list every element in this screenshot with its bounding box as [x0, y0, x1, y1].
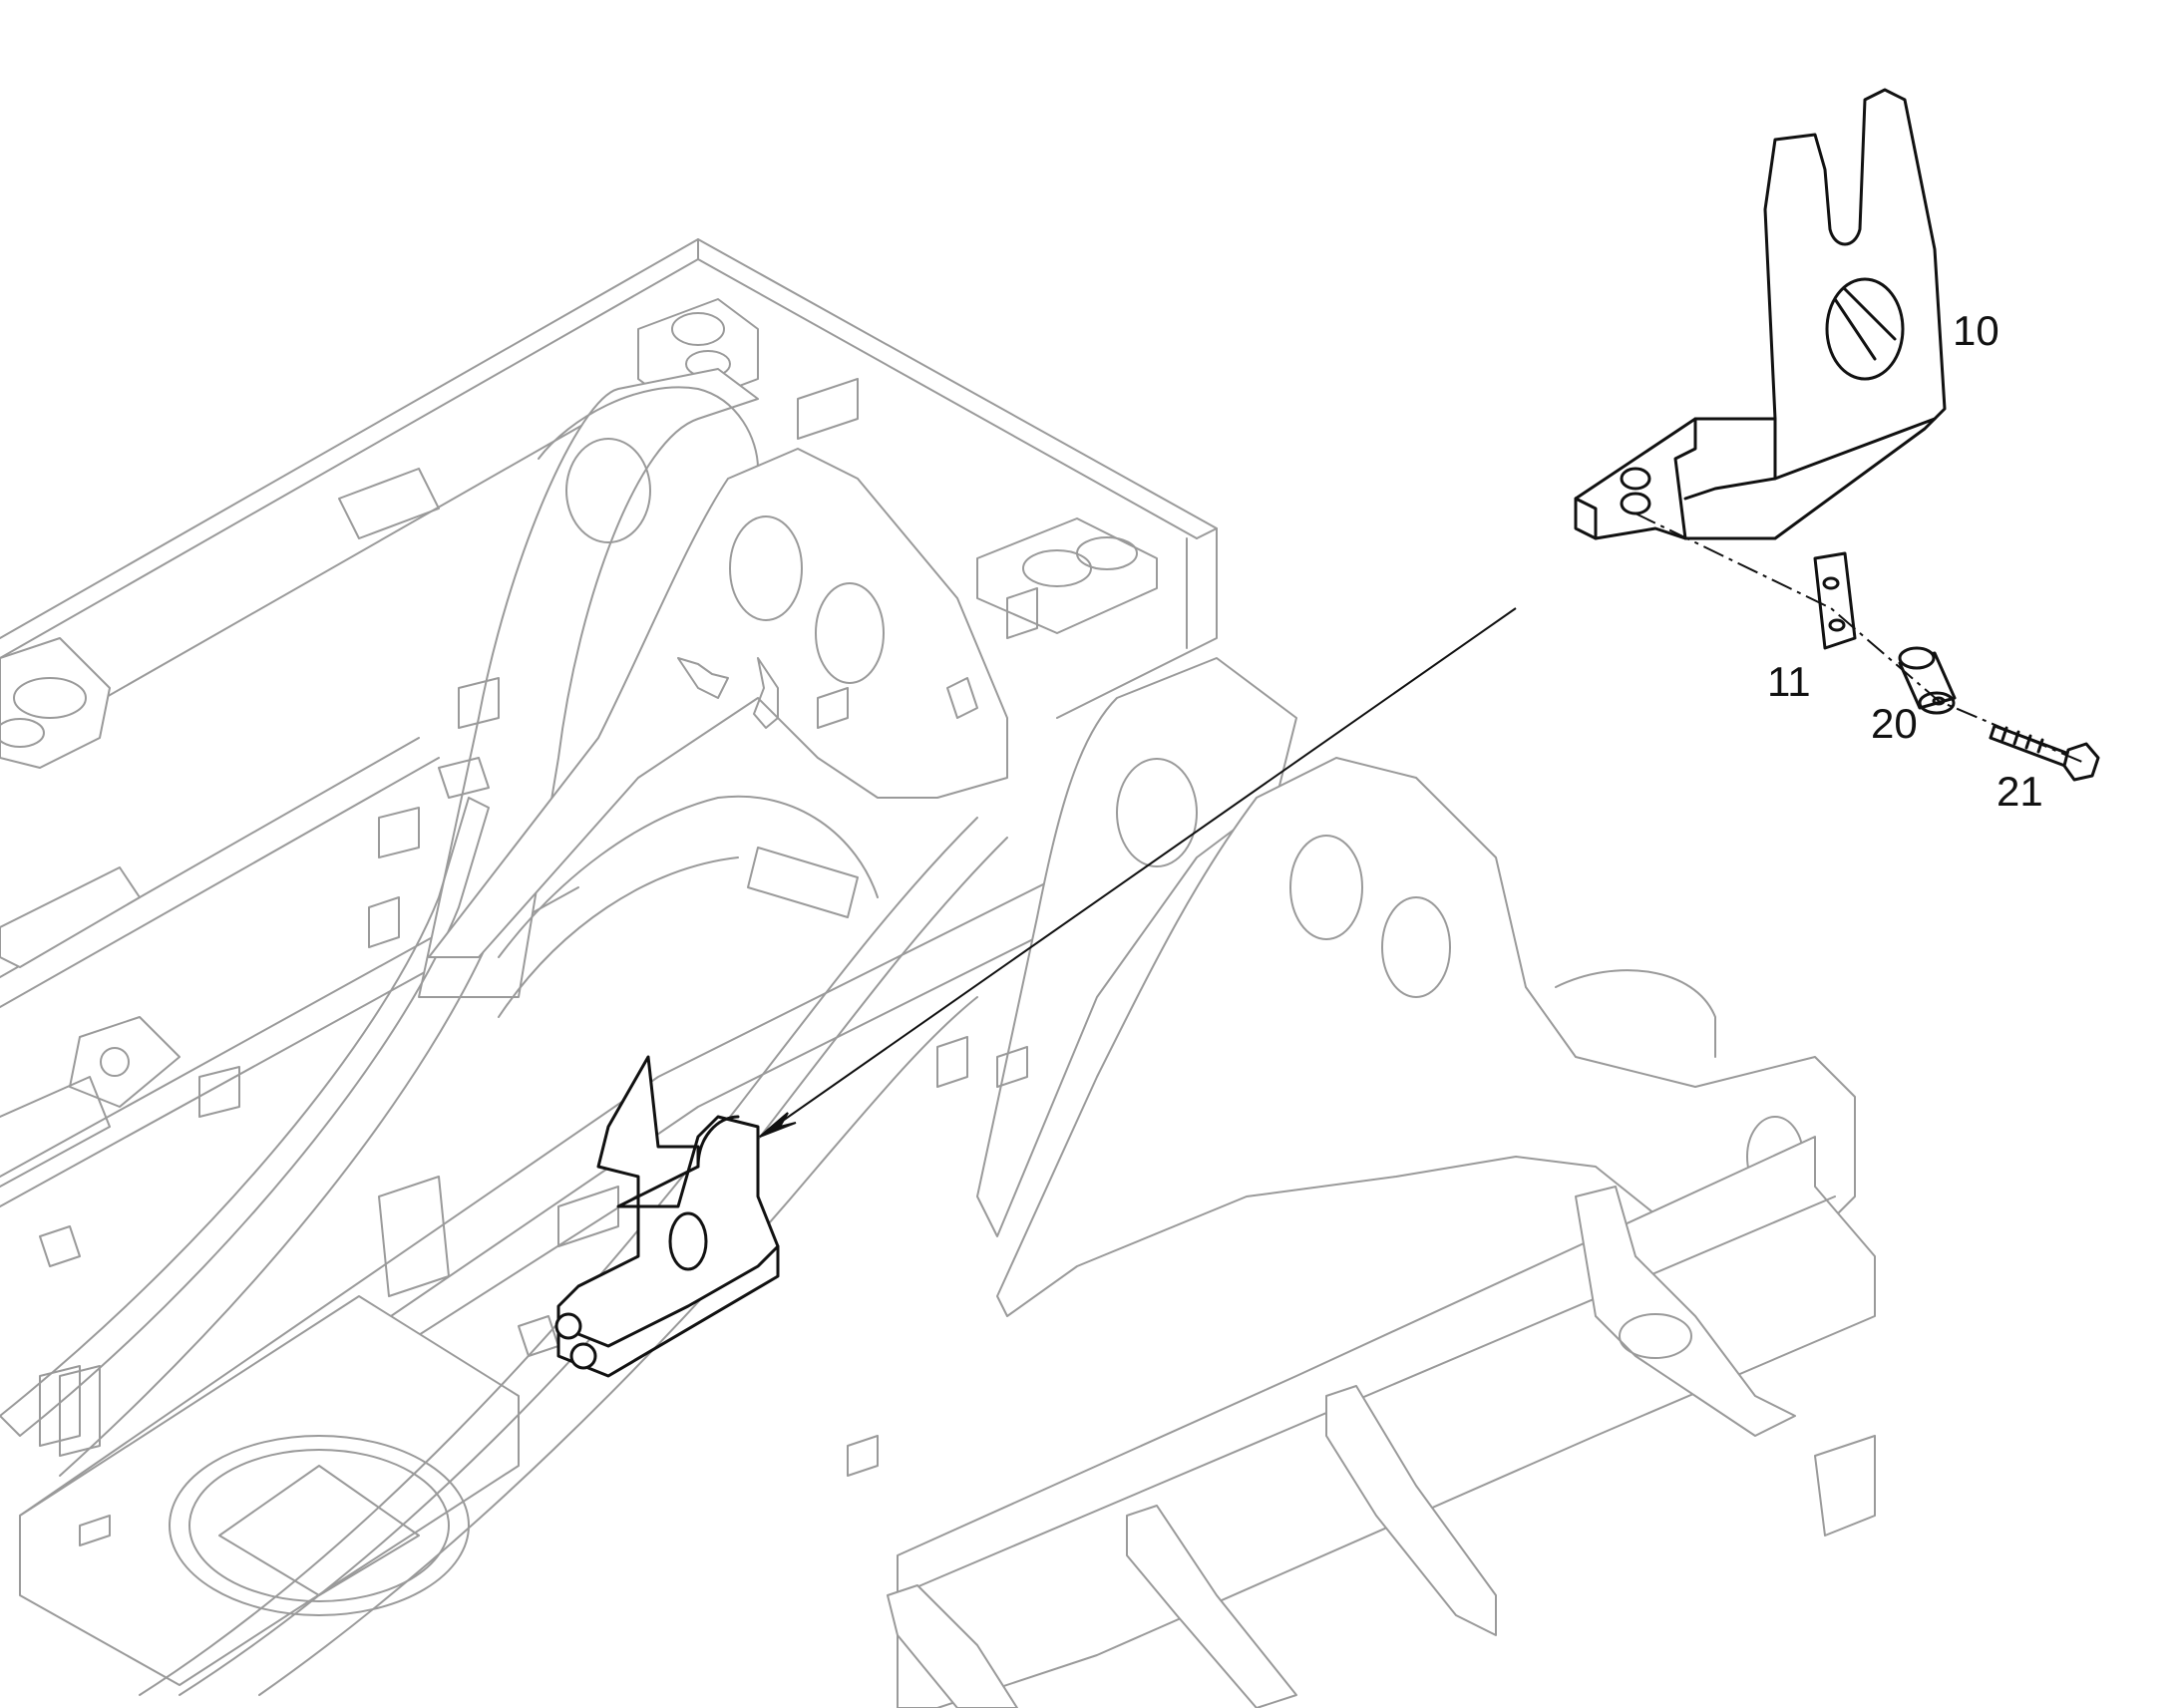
callout-10: 10: [1953, 307, 1999, 354]
lower-right-frame: [887, 1136, 1876, 1708]
rear-box-top-edge: [697, 238, 1218, 649]
boom-mount-side-plate-right: [976, 657, 1856, 1317]
ghosted-frame-assembly: [0, 238, 1876, 1708]
left-cross-member: [0, 866, 181, 1447]
boom-mount-side-plate-center: [428, 448, 1008, 1018]
part-20-spacer: [1898, 646, 1957, 715]
boom-mount-side-plate-left: [0, 368, 759, 1477]
main-frame-rail-left: [0, 737, 579, 1207]
install-arrow: [759, 607, 1517, 1138]
callout-11: 11: [1767, 658, 1811, 705]
part-11-plate: [1813, 551, 1857, 650]
callout-20: 20: [1871, 700, 1918, 747]
part-10-bracket: [1574, 88, 1947, 540]
installed-bracket: [554, 1055, 780, 1378]
callout-21: 21: [1997, 768, 2043, 815]
swing-bearing-ring: [19, 1295, 520, 1686]
rear-box-mount-pads: [0, 298, 1158, 769]
assembly-centerline: [1635, 512, 2085, 764]
